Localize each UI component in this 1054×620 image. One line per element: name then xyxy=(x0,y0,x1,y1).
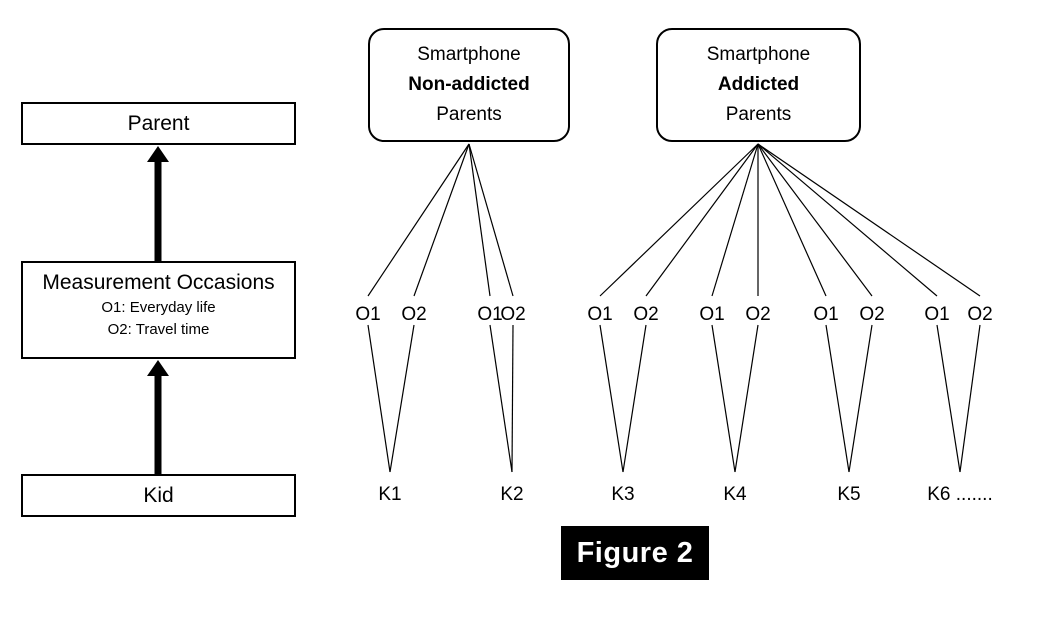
v-line-to-K2 xyxy=(511,324,514,473)
legend-arrow-occasions-to-parent-head xyxy=(147,146,169,162)
v-line-to-K1 xyxy=(367,324,391,473)
group-title-line-2: Non-addicted xyxy=(408,74,530,95)
group-box-addicted: Smartphone Addicted Parents xyxy=(656,28,861,142)
v-line-to-K3 xyxy=(599,324,624,473)
level-box-kid-label: Kid xyxy=(143,483,174,507)
v-line-to-K5 xyxy=(825,324,850,473)
fan-line-addicted xyxy=(757,143,873,297)
occasion-label-o2: O2 xyxy=(967,304,993,325)
kid-label-k6: K6 ....... xyxy=(927,484,993,505)
kid-label-k1: K1 xyxy=(378,484,402,505)
occasion-label-o1: O1 xyxy=(355,304,381,325)
v-line-to-K4 xyxy=(711,324,736,473)
kid-label-k2: K2 xyxy=(500,484,524,505)
figure-caption: Figure 2 xyxy=(561,526,709,580)
v-line-to-K4 xyxy=(734,324,759,473)
occasion-definition-o2: O2: Travel time xyxy=(107,321,210,338)
level-box-measurement-occasions-label: Measurement Occasions xyxy=(42,271,275,294)
fan-line-addicted xyxy=(757,143,981,297)
fan-line-non-addicted xyxy=(468,143,514,297)
fan-line-addicted xyxy=(645,143,759,297)
fan-line-addicted xyxy=(757,143,938,297)
fan-line-non-addicted xyxy=(367,143,470,297)
v-line-to-K3 xyxy=(622,324,647,473)
occasion-label-o2: O2 xyxy=(500,304,526,325)
occasion-definition-o1: O1: Everyday life xyxy=(101,299,216,316)
occasion-label-o2: O2 xyxy=(401,304,427,325)
level-box-parent-label: Parent xyxy=(127,111,190,135)
occasion-label-o1: O1 xyxy=(924,304,950,325)
group-box-non-addicted: Smartphone Non-addicted Parents xyxy=(368,28,570,142)
occasion-label-o2: O2 xyxy=(745,304,771,325)
v-line-to-K6 ....... xyxy=(959,324,981,473)
fan-line-addicted xyxy=(599,143,759,297)
kid-label-k4: K4 xyxy=(723,484,747,505)
level-box-measurement-occasions: Measurement Occasions O1: Everyday life … xyxy=(21,261,296,359)
kid-label-k5: K5 xyxy=(837,484,861,505)
group-title-line-3: Parents xyxy=(725,104,792,125)
group-title-line-1: Smartphone xyxy=(417,44,521,65)
occasion-label-o1: O1 xyxy=(699,304,725,325)
v-line-to-K6 ....... xyxy=(936,324,961,473)
occasion-label-o1: O1 xyxy=(477,304,503,325)
occasion-label-o1: O1 xyxy=(587,304,613,325)
fan-line-addicted xyxy=(711,143,759,297)
v-line-to-K5 xyxy=(848,324,873,473)
legend-arrow-kid-to-occasions-head xyxy=(147,360,169,376)
fan-line-non-addicted xyxy=(468,143,491,297)
occasion-label-o1: O1 xyxy=(813,304,839,325)
level-box-kid: Kid xyxy=(21,474,296,517)
group-title-line-1: Smartphone xyxy=(706,44,811,65)
v-line-to-K2 xyxy=(489,324,513,473)
fan-line-non-addicted xyxy=(413,143,470,297)
occasion-label-o2: O2 xyxy=(633,304,659,325)
group-title-line-2: Addicted xyxy=(717,74,800,95)
kid-label-k3: K3 xyxy=(611,484,635,505)
group-title-line-3: Parents xyxy=(436,104,502,125)
level-box-parent: Parent xyxy=(21,102,296,145)
occasion-label-o2: O2 xyxy=(859,304,885,325)
fan-line-addicted xyxy=(757,143,827,297)
v-line-to-K1 xyxy=(389,324,415,473)
